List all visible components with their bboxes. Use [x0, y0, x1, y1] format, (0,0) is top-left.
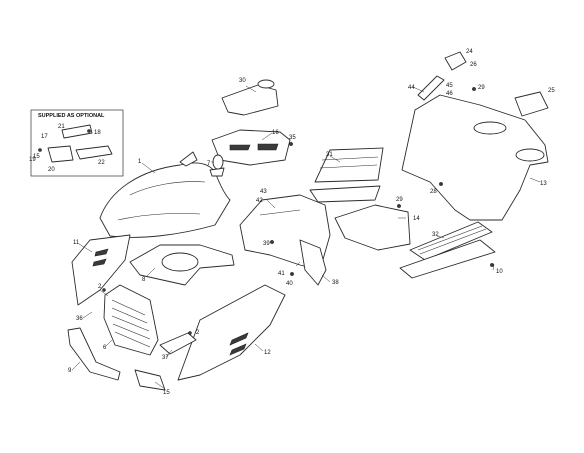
callout-28: 28 [430, 189, 437, 195]
callout-7: 7 [207, 161, 211, 167]
fasteners [102, 87, 494, 335]
callout-41: 41 [278, 271, 285, 277]
hood-part-1 [99, 151, 231, 238]
callout-29-top: 29 [478, 85, 485, 91]
front-grille-part-6 [103, 284, 159, 356]
floor-mat-part-32 [399, 221, 496, 279]
callout-32: 32 [432, 232, 439, 238]
callout-12: 12 [264, 350, 271, 356]
callout-25: 25 [548, 88, 555, 94]
floor-mat-part-31 [309, 147, 384, 203]
callout-38: 38 [332, 280, 339, 286]
callout-2-left: 2 [98, 284, 102, 290]
callout-39: 39 [263, 241, 270, 247]
part-21 [61, 124, 93, 139]
callout-1: 1 [138, 159, 142, 165]
callout-19: 19 [29, 157, 36, 163]
callout-18: 18 [94, 130, 101, 136]
bumper-part-5 [67, 327, 121, 381]
optional-box-title: SUPPLIED AS OPTIONAL [38, 113, 105, 119]
part-18 [87, 129, 91, 133]
callout-13: 13 [540, 181, 547, 187]
callout-45: 45 [446, 83, 453, 89]
callout-26: 26 [470, 62, 477, 68]
callout-43: 43 [260, 189, 267, 195]
cap-part-24 [444, 51, 467, 71]
callout-17: 17 [41, 134, 48, 140]
callout-9: 9 [68, 368, 72, 374]
callout-44: 44 [408, 85, 415, 91]
callout-37: 37 [162, 355, 169, 361]
grille-frame-part-8 [129, 244, 235, 286]
optional-box-frame [30, 109, 124, 177]
callout-14: 14 [413, 216, 420, 222]
callout-36: 36 [76, 316, 83, 322]
callout-35: 35 [289, 135, 296, 141]
knob-part-7 [212, 154, 224, 170]
callout-16: 16 [272, 130, 279, 136]
bracket-part-37 [159, 332, 197, 355]
callout-22: 22 [98, 160, 105, 166]
upper-dash-part-16 [211, 129, 291, 166]
part-22 [75, 145, 113, 160]
callout-2-right: 2 [196, 330, 200, 336]
side-panel-part-11 [71, 234, 131, 306]
callout-40: 40 [286, 281, 293, 287]
callout-20: 20 [48, 167, 55, 173]
callout-21: 21 [58, 124, 65, 130]
callout-10: 10 [496, 269, 503, 275]
cover-part-30 [221, 79, 279, 116]
lower-side-panel-part-12 [177, 284, 286, 381]
callout-46: 46 [446, 91, 453, 97]
callout-numbers: 1 2 2 6 8 9 10 11 12 13 14 15 15 16 17 1… [29, 49, 555, 396]
callout-30: 30 [239, 78, 246, 84]
dash-panel-part-42 [239, 194, 331, 286]
leader-lines [71, 85, 541, 390]
callout-15-box: 15 [33, 154, 40, 160]
callout-11: 11 [73, 240, 80, 246]
callout-8: 8 [142, 277, 146, 283]
callout-31: 31 [326, 152, 333, 158]
callout-24: 24 [466, 49, 473, 55]
rear-body-part-13 [401, 94, 549, 221]
fuel-cap-part-25 [514, 91, 549, 117]
callout-15: 15 [163, 390, 170, 396]
seat-pan-part-14 [334, 204, 411, 251]
vent-part-15 [134, 369, 166, 391]
panel-part-38 [299, 239, 327, 286]
part-20 [47, 145, 74, 163]
callout-42: 42 [256, 198, 263, 204]
handle-part-44 [417, 75, 445, 101]
callout-29-mid: 29 [396, 197, 403, 203]
callout-6: 6 [103, 345, 107, 351]
optional-parts-box: SUPPLIED AS OPTIONAL [30, 109, 124, 177]
part-19 [38, 148, 42, 152]
